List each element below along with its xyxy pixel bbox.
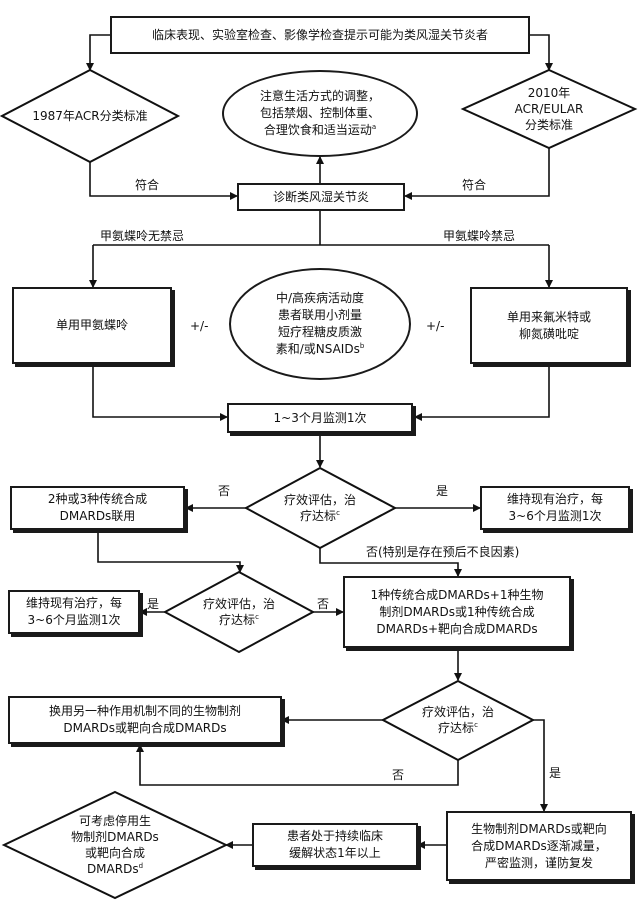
initial-suspicion-box: 临床表现、实验室检查、影像学检查提示可能为类风湿关节炎者 (110, 16, 530, 54)
stop-label: 可考虑停用生 物制剂DMARDs 或靶向合成 DMARDsd (40, 810, 190, 880)
maintain2-text: 维持现有治疗，每 3~6个月监测1次 (25, 596, 122, 627)
taper-box: 生物制剂DMARDs或靶向 合成DMARDs逐渐减量， 严密监测，谨防复发 (446, 811, 632, 881)
eval2-diamond (162, 570, 316, 654)
biologic-combo-text: 1种传统合成DMARDs+1种生物 制剂DMARDs或1种传统合成 DMARDs… (370, 587, 544, 636)
eular2010-text: 2010年 ACR/EULAR 分类标准 (514, 86, 584, 132)
maintain1-text: 维持现有治疗，每 3~6个月监测1次 (506, 492, 603, 523)
eval3-yes-label: 是 (549, 766, 562, 780)
switch-agent-text: 换用另一种作用机制不同的生物制剂 DMARDs或靶向合成DMARDs (48, 704, 241, 735)
acr1987-label: 1987年ACR分类标准 (22, 100, 158, 132)
monitoring-box: 1~3个月监测1次 (227, 403, 413, 433)
acr1987-diamond (0, 68, 181, 164)
remission-box: 患者处于持续临床 缓解状态1年以上 (252, 823, 418, 867)
mtx-ok-label: 甲氨蝶呤无禁忌 (100, 229, 185, 243)
taper-text: 生物制剂DMARDs或靶向 合成DMARDs逐渐减量， 严密监测，谨防复发 (471, 821, 607, 870)
mtx-monotherapy-text: 单用甲氨蝶呤 (55, 318, 128, 332)
eular2010-diamond (460, 68, 638, 150)
meet-left-label: 符合 (135, 178, 160, 192)
mtx-contra-label: 甲氨蝶呤禁忌 (443, 229, 516, 243)
eval3-text: 疗效评估，治 疗达标c (421, 705, 494, 735)
eval1-no-label: 否 (218, 484, 231, 498)
diagnosis-text: 诊断类风湿关节炎 (272, 189, 369, 204)
eval1-no-prognosis-label: 否(特别是存在预后不良因素) (366, 545, 520, 559)
lifestyle-text: 注意生活方式的调整， 包括禁烟、控制体重、 合理饮食和适当运动a (259, 89, 380, 137)
initial-suspicion-text: 临床表现、实验室检查、影像学检查提示可能为类风湿关节炎者 (151, 27, 488, 42)
acr1987-text: 1987年ACR分类标准 (32, 109, 148, 123)
maintain2-box: 维持现有治疗，每 3~6个月监测1次 (8, 590, 140, 634)
leflunomide-box: 单用来氟米特或 柳氮磺吡啶 (470, 287, 628, 364)
eval1-text: 疗效评估，治 疗达标c (283, 493, 356, 523)
plusminus-right-label: +/- (426, 319, 445, 333)
stop-diamond (1, 790, 229, 900)
biologic-combo-box: 1种传统合成DMARDs+1种生物 制剂DMARDs或1种传统合成 DMARDs… (343, 576, 571, 648)
combo-dmards-box: 2种或3种传统合成 DMARDs联用 (10, 486, 185, 530)
eval2-no-label: 否 (317, 597, 330, 611)
eval1-diamond (243, 466, 398, 550)
meet-right-label: 符合 (462, 178, 487, 192)
mtx-monotherapy-box: 单用甲氨蝶呤 (12, 287, 172, 364)
switch-agent-box: 换用另一种作用机制不同的生物制剂 DMARDs或靶向合成DMARDs (8, 696, 282, 744)
eval2-yes-label: 是 (147, 597, 160, 611)
plusminus-left-label: +/- (190, 319, 209, 333)
eular2010-label: 2010年 ACR/EULAR 分类标准 (490, 82, 608, 136)
eval2-text: 疗效评估，治 疗达标c (202, 597, 275, 627)
leflunomide-text: 单用来氟米特或 柳氮磺吡啶 (506, 309, 591, 341)
combo-dmards-text: 2种或3种传统合成 DMARDs联用 (47, 492, 148, 523)
lifestyle-ellipse: 注意生活方式的调整， 包括禁烟、控制体重、 合理饮食和适当运动a (222, 70, 418, 157)
stop-text: 可考虑停用生 物制剂DMARDs 或靶向合成 DMARDsd (71, 814, 159, 876)
eval1-yes-label: 是 (436, 484, 449, 498)
eval3-diamond (380, 679, 536, 762)
maintain1-box: 维持现有治疗，每 3~6个月监测1次 (480, 486, 630, 530)
steroid-ellipse: 中/高疾病活动度 患者联用小剂量 短疗程糖皮质激 素和/或NSAIDsb (229, 268, 411, 380)
eval1-label: 疗效评估，治 疗达标c (262, 490, 378, 526)
eval3-no-label: 否 (392, 768, 405, 782)
remission-text: 患者处于持续临床 缓解状态1年以上 (286, 829, 383, 860)
monitoring-text: 1~3个月监测1次 (273, 410, 367, 425)
steroid-text: 中/高疾病活动度 患者联用小剂量 短疗程糖皮质激 素和/或NSAIDsb (275, 291, 365, 356)
eval3-label: 疗效评估，治 疗达标c (400, 702, 516, 738)
eval2-label: 疗效评估，治 疗达标c (181, 594, 297, 630)
diagnosis-box: 诊断类风湿关节炎 (237, 183, 405, 211)
